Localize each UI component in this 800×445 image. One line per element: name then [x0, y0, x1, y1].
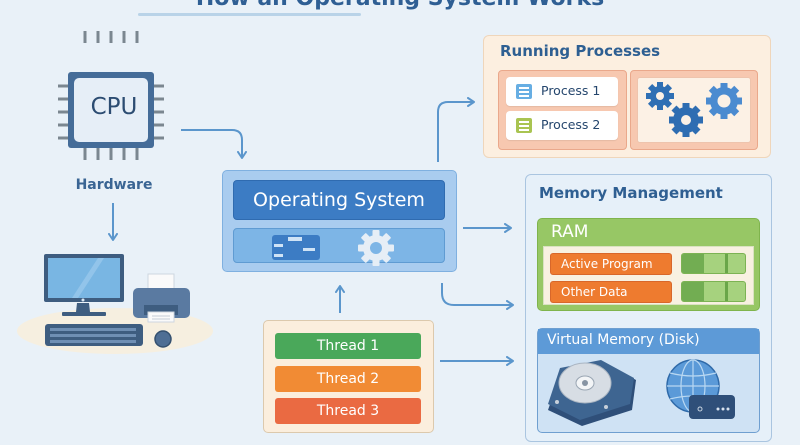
- printer-icon: [133, 273, 190, 323]
- ram-row-label: Active Program: [550, 253, 672, 275]
- cpu-chip-icon: [58, 31, 164, 160]
- ram-row-label: Other Data: [550, 281, 672, 303]
- virtual-memory-header: [538, 329, 759, 354]
- document-icon: [516, 84, 532, 99]
- ram-usage-tick: [724, 282, 728, 301]
- hardware-label: Hardware: [75, 177, 153, 193]
- arrow-os-to-virtual-memory: [441, 283, 514, 310]
- os-tools-bar: [233, 228, 445, 263]
- mouse-icon: [154, 330, 172, 348]
- process-item[interactable]: Process 2: [506, 111, 618, 140]
- thread-item[interactable]: Thread 2: [275, 366, 421, 392]
- ram-usage-bar: [681, 281, 746, 302]
- process-label: Process 2: [541, 117, 601, 132]
- operating-system-title: Operating System: [233, 180, 445, 220]
- keyboard-icon: [45, 324, 143, 346]
- virtual-memory-title: Virtual Memory (Disk): [547, 332, 700, 348]
- process-label: Process 1: [541, 83, 601, 98]
- ram-usage-fill: [682, 254, 705, 273]
- process-item[interactable]: Process 1: [506, 77, 618, 106]
- thread-item[interactable]: Thread 3: [275, 398, 421, 424]
- ram-usage-bar: [681, 253, 746, 274]
- thread-item[interactable]: Thread 1: [275, 333, 421, 359]
- process-gears-panel: [637, 77, 751, 143]
- ram-title: RAM: [551, 222, 589, 242]
- ram-usage-tick: [724, 254, 728, 273]
- diagram-title: How an Operating System Works: [0, 0, 800, 11]
- ram-usage-fill: [682, 282, 705, 301]
- desktop-monitor-icon: [44, 254, 124, 316]
- document-icon: [516, 118, 532, 133]
- memory-management-title: Memory Management: [539, 184, 723, 202]
- cpu-label: CPU: [90, 94, 138, 120]
- title-underline: [138, 13, 361, 16]
- arrow-cpu-to-os: [181, 129, 247, 159]
- arrow-os-to-processes: [437, 97, 475, 162]
- running-processes-title: Running Processes: [500, 42, 661, 60]
